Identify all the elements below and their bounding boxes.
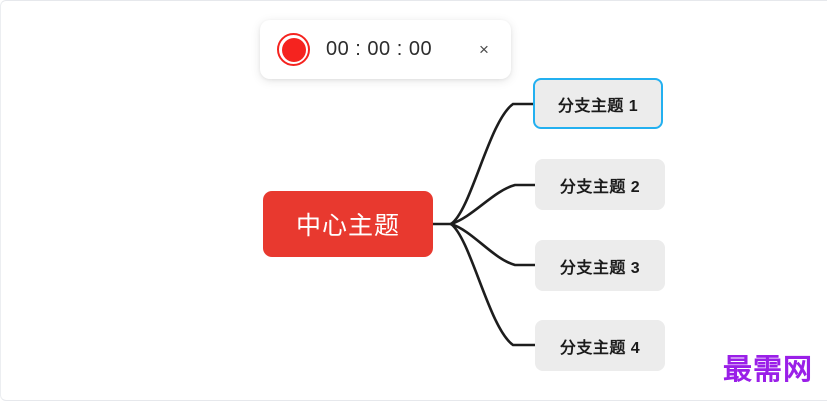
edge-to-branch-2 bbox=[449, 183, 539, 226]
recording-toolbar: 00 : 00 : 00 × bbox=[260, 20, 511, 79]
branch-topic-node-3[interactable]: 分支主题 3 bbox=[535, 240, 665, 291]
branch-topic-node-1[interactable]: 分支主题 1 bbox=[533, 78, 663, 129]
branch-topic-node-2[interactable]: 分支主题 2 bbox=[535, 159, 665, 210]
edge-to-branch-4 bbox=[449, 222, 539, 347]
branch-topic-label-1: 分支主题 1 bbox=[557, 97, 639, 115]
close-icon[interactable]: × bbox=[471, 37, 497, 63]
central-topic-label: 中心主题 bbox=[295, 212, 400, 240]
branch-topic-label-2: 分支主题 2 bbox=[559, 178, 641, 196]
record-circle-icon[interactable] bbox=[277, 33, 310, 66]
branch-topic-label-3: 分支主题 3 bbox=[559, 259, 641, 277]
record-dot bbox=[281, 37, 306, 62]
edge-to-branch-3 bbox=[449, 222, 539, 267]
edge-to-branch-1 bbox=[449, 102, 537, 226]
branch-topic-label-4: 分支主题 4 bbox=[559, 339, 641, 357]
site-watermark: 最需网 bbox=[722, 354, 813, 386]
central-topic-node[interactable]: 中心主题 bbox=[263, 191, 433, 257]
branch-topic-node-4[interactable]: 分支主题 4 bbox=[535, 320, 665, 371]
recording-timer: 00 : 00 : 00 bbox=[326, 38, 433, 60]
